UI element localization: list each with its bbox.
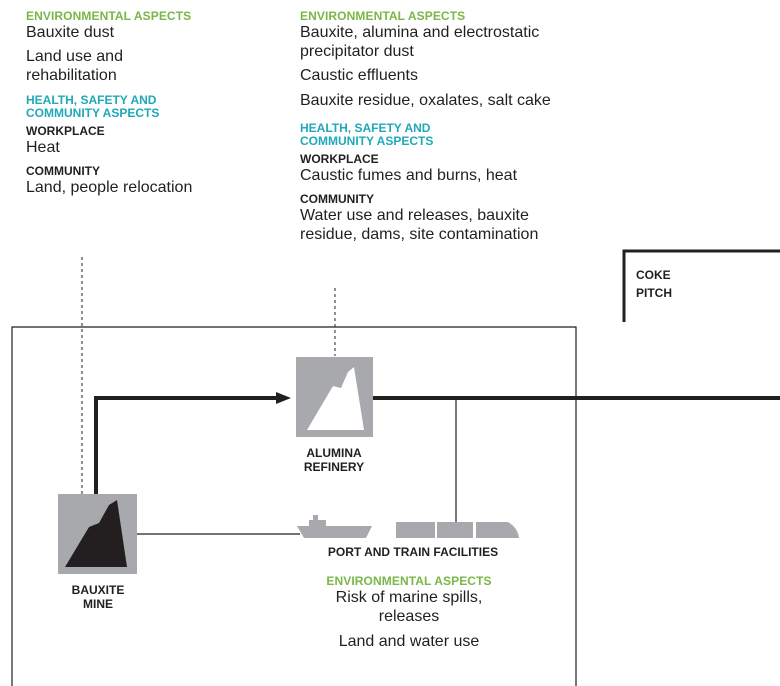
refinery-env-heading: ENVIRONMENTAL ASPECTS — [300, 9, 466, 23]
port-env-heading: ENVIRONMENTAL ASPECTS — [326, 574, 492, 588]
refinery-community-text: Water use and releases, bauxite — [300, 207, 529, 224]
mine-community-label: COMMUNITY — [26, 164, 100, 178]
port-env-item: Risk of marine spills, — [335, 589, 483, 606]
mine-env-heading: ENVIRONMENTAL ASPECTS — [26, 9, 192, 23]
ship-icon — [297, 515, 372, 538]
mine-env-item: Bauxite dust — [26, 24, 115, 41]
refinery-mountain-icon — [307, 367, 364, 430]
bauxite-mine-label: BAUXITE MINE — [48, 583, 148, 611]
mine-hsc-heading: COMMUNITY ASPECTS — [26, 106, 160, 120]
mine-workplace-text: Heat — [26, 139, 60, 156]
coke-pitch-inputs: COKE PITCH — [636, 266, 672, 302]
input-pitch: PITCH — [636, 286, 672, 300]
refinery-env-item: precipitator dust — [300, 43, 414, 60]
coke-pitch-bracket — [622, 249, 780, 322]
mine-label-line: MINE — [83, 597, 113, 611]
process-boundary-box — [11, 326, 577, 686]
mine-mountain-icon — [65, 500, 127, 567]
refinery-env-item: Caustic effluents — [300, 67, 418, 84]
train-icon — [396, 522, 519, 538]
mine-workplace-label: WORKPLACE — [26, 124, 105, 138]
input-coke: COKE — [636, 268, 671, 282]
port-env-item: releases — [378, 608, 440, 625]
refinery-hsc-heading: HEALTH, SAFETY AND — [300, 121, 431, 135]
port-train-label: PORT AND TRAIN FACILITIES — [327, 545, 499, 559]
port-aspects-panel: ENVIRONMENTAL ASPECTS Risk of marine spi… — [300, 574, 518, 651]
refinery-env-item: Bauxite residue, oxalates, salt cake — [300, 92, 551, 109]
mine-community-text: Land, people relocation — [26, 179, 193, 196]
refinery-label-line: REFINERY — [303, 460, 365, 474]
refinery-workplace-text: Caustic fumes and burns, heat — [300, 167, 518, 184]
refinery-community-text: residue, dams, site contamination — [300, 226, 539, 243]
mine-env-item: rehabilitation — [26, 67, 117, 84]
refinery-env-item: Bauxite, alumina and electrostatic — [300, 24, 540, 41]
port-env-item: Land and water use — [338, 633, 480, 650]
mine-env-item: Land use and — [26, 48, 123, 65]
mine-label-line: BAUXITE — [71, 583, 125, 597]
alumina-refinery-label: ALUMINA REFINERY — [284, 446, 384, 474]
mine-to-refinery-flow — [94, 396, 278, 494]
refinery-aspects-panel: ENVIRONMENTAL ASPECTS Bauxite, alumina a… — [300, 9, 551, 244]
mine-aspects-panel: ENVIRONMENTAL ASPECTS Bauxite dust Land … — [26, 9, 192, 197]
refinery-label-line: ALUMINA — [306, 446, 362, 460]
flow-arrowhead — [276, 392, 291, 404]
refinery-community-label: COMMUNITY — [300, 192, 374, 206]
refinery-workplace-label: WORKPLACE — [300, 152, 379, 166]
refinery-hsc-heading: COMMUNITY ASPECTS — [300, 134, 434, 148]
mine-hsc-heading: HEALTH, SAFETY AND — [26, 93, 157, 107]
